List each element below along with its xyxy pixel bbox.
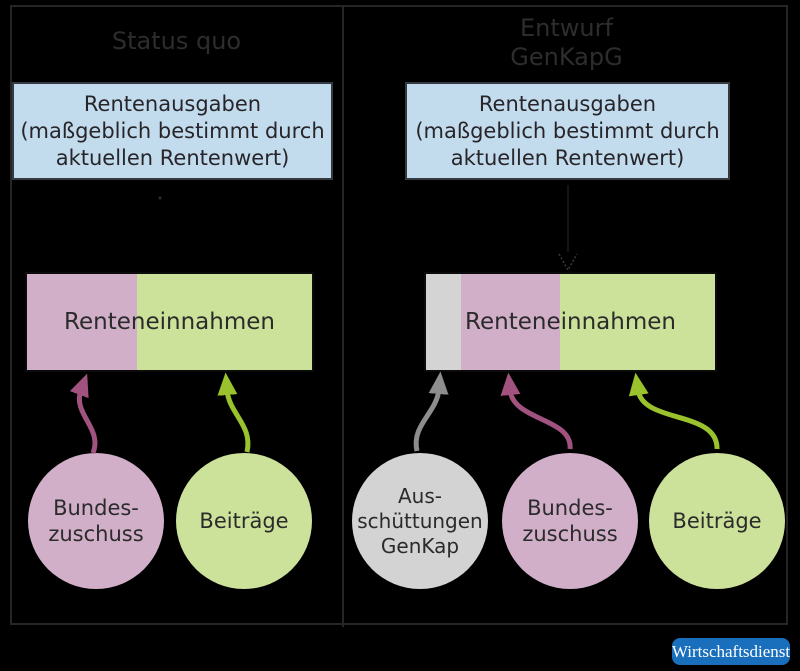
- circle-label-line: Bundes-: [527, 496, 613, 520]
- expense-line: (maßgeblich bestimmt durch: [415, 118, 720, 143]
- circle-label-line: zuschuss: [522, 522, 618, 546]
- panel-divider: [342, 5, 344, 627]
- panel-title-entwurf-genkapg: Entwurf GenKapG: [343, 14, 790, 72]
- panel-title-line: GenKapG: [510, 43, 623, 71]
- expense-line: aktuellen Rentenwert): [55, 145, 290, 170]
- expense-box-status-quo: Rentenausgaben (maßgeblich bestimmt durc…: [12, 82, 333, 180]
- expense-box-entwurf: Rentenausgaben (maßgeblich bestimmt durc…: [405, 82, 730, 180]
- panel-title-status-quo: Status quo: [10, 27, 343, 56]
- income-bar-label: Renteneinnahmen: [64, 309, 275, 335]
- circle-label-line: schüttungen: [357, 508, 483, 533]
- source-circle-beitraege: Beiträge: [649, 453, 785, 589]
- segment-bundeszuschuss: [461, 274, 560, 370]
- wirtschaftsdienst-badge: Wirtschaftsdienst: [672, 638, 790, 665]
- circle-label-line: Aus-: [398, 483, 442, 508]
- circle-label-line: zuschuss: [48, 522, 144, 546]
- panel-title-line: Entwurf: [520, 14, 613, 42]
- segment-ausschuettungen-genkap: [426, 274, 461, 370]
- figure-frame: [10, 5, 788, 625]
- expense-line: (maßgeblich bestimmt durch: [20, 118, 325, 143]
- income-bar-status-quo: Renteneinnahmen: [25, 272, 314, 372]
- source-circle-ausschuettungen-genkap: Aus- schüttungen GenKap: [352, 453, 488, 589]
- circle-label-line: GenKap: [380, 533, 460, 558]
- expense-line: Rentenausgaben: [478, 91, 657, 116]
- panel-title-line: Status quo: [111, 27, 242, 55]
- circle-label-line: Bundes-: [53, 496, 139, 520]
- income-bar-label: Renteneinnahmen: [465, 309, 676, 335]
- expense-line: Rentenausgaben: [83, 91, 262, 116]
- circle-label-line: Beiträge: [672, 509, 762, 533]
- source-circle-bundeszuschuss: Bundes- zuschuss: [28, 453, 164, 589]
- source-circle-bundeszuschuss: Bundes- zuschuss: [502, 453, 638, 589]
- segment-beitraege: [560, 274, 715, 370]
- segment-beitraege: [137, 274, 312, 370]
- segment-bundeszuschuss: [27, 274, 137, 370]
- badge-label: Wirtschaftsdienst: [671, 641, 791, 661]
- circle-label-line: Beiträge: [199, 509, 289, 533]
- expense-line: aktuellen Rentenwert): [450, 145, 685, 170]
- source-circle-beitraege: Beiträge: [176, 453, 312, 589]
- income-bar-entwurf: Renteneinnahmen: [424, 272, 717, 372]
